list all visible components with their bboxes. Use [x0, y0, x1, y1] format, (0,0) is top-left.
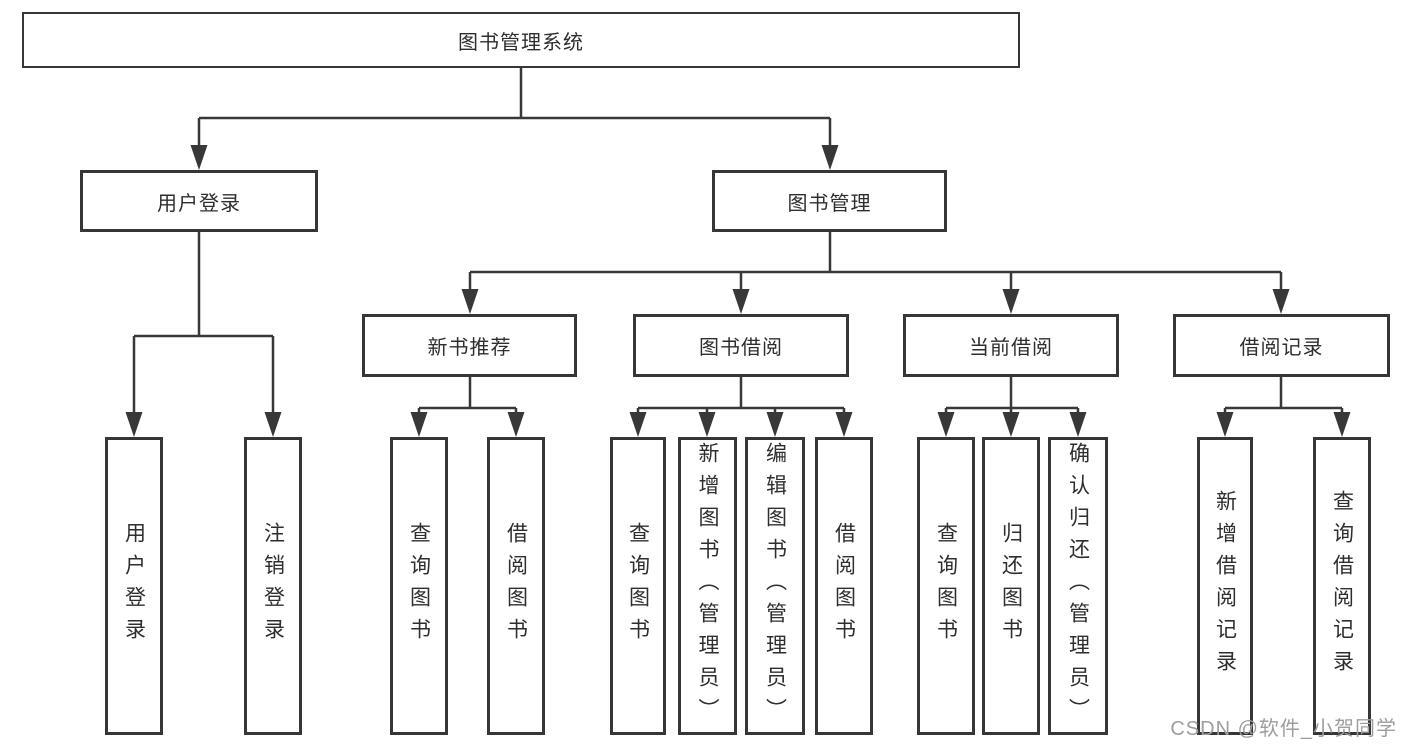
- leaf-user-login-label: 用户登录: [122, 522, 146, 650]
- leaf-current-query-book-label: 查询图书: [934, 522, 958, 650]
- node-library-system-label: 图书管理系统: [458, 31, 584, 54]
- leaf-borrow-query-book-label: 查询图书: [626, 522, 650, 650]
- leaf-edit-book-admin: 编辑图书（管理员）: [745, 437, 805, 735]
- node-borrow-records: 借阅记录: [1173, 314, 1390, 377]
- node-user-login-branch: 用户登录: [80, 170, 318, 232]
- leaf-add-book-admin: 新增图书（管理员）: [678, 437, 737, 735]
- leaf-return-book-label: 归还图书: [999, 522, 1023, 650]
- node-current-borrow: 当前借阅: [903, 314, 1119, 377]
- leaf-edit-book-admin-label: 编辑图书（管理员）: [763, 442, 787, 730]
- leaf-logout: 注销登录: [244, 437, 302, 735]
- leaf-borrow-book: 借阅图书: [815, 437, 873, 735]
- node-new-book-recommend-label: 新书推荐: [427, 337, 512, 359]
- leaf-return-book: 归还图书: [982, 437, 1040, 735]
- node-book-borrow: 图书借阅: [633, 314, 849, 377]
- node-current-borrow-label: 当前借阅: [969, 337, 1053, 359]
- node-book-management: 图书管理: [712, 170, 947, 232]
- leaf-add-borrow-record: 新增借阅记录: [1197, 437, 1253, 735]
- node-book-borrow-label: 图书借阅: [699, 337, 783, 359]
- node-book-management-label: 图书管理: [787, 192, 872, 215]
- leaf-recommend-query-book: 查询图书: [390, 437, 448, 735]
- leaf-logout-label: 注销登录: [261, 522, 285, 650]
- leaf-query-borrow-record-label: 查询借阅记录: [1330, 490, 1354, 682]
- leaf-borrow-query-book: 查询图书: [610, 437, 666, 735]
- leaf-add-borrow-record-label: 新增借阅记录: [1213, 490, 1237, 682]
- leaf-recommend-query-book-label: 查询图书: [407, 522, 431, 650]
- node-user-login-branch-label: 用户登录: [157, 192, 241, 215]
- leaf-current-query-book: 查询图书: [917, 437, 975, 735]
- node-new-book-recommend: 新书推荐: [362, 314, 577, 377]
- leaf-user-login: 用户登录: [105, 437, 163, 735]
- leaf-recommend-borrow-book: 借阅图书: [487, 437, 545, 735]
- leaf-query-borrow-record: 查询借阅记录: [1313, 437, 1371, 735]
- node-borrow-records-label: 借阅记录: [1239, 337, 1324, 359]
- node-library-system: 图书管理系统: [22, 12, 1020, 68]
- leaf-add-book-admin-label: 新增图书（管理员）: [696, 442, 719, 730]
- leaf-confirm-return-admin: 确认归还（管理员）: [1048, 437, 1108, 735]
- leaf-borrow-book-label: 借阅图书: [832, 522, 856, 650]
- leaf-recommend-borrow-book-label: 借阅图书: [504, 522, 528, 650]
- leaf-confirm-return-admin-label: 确认归还（管理员）: [1066, 442, 1090, 730]
- watermark: CSDN @软件_小贺同学: [1170, 718, 1397, 740]
